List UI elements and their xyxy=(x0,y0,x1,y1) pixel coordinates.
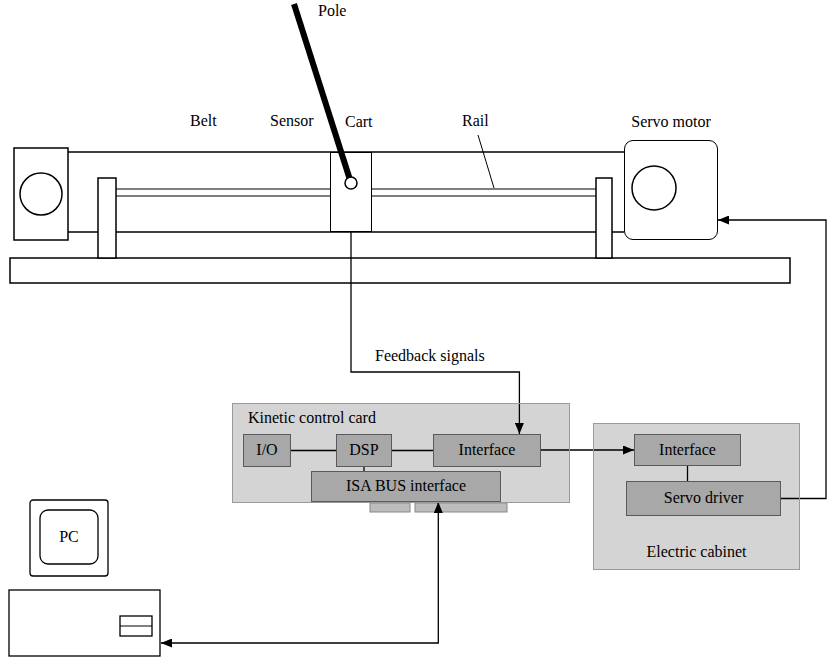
bus-interface-block: ISA BUS interface xyxy=(311,471,501,502)
connector xyxy=(291,450,336,451)
signal-label: Feedback signals xyxy=(373,347,487,365)
pole-rod xyxy=(294,4,351,183)
io-block: I/O xyxy=(243,434,291,467)
monitor-case xyxy=(30,500,108,576)
node-label: Electric cabinet xyxy=(594,543,799,561)
rail-line xyxy=(372,188,596,189)
control-card-panel: Kinetic control cardI/O DSP InterfaceISA B… xyxy=(232,403,570,503)
pc-computer: PC xyxy=(8,498,161,658)
electric-cabinet-panel: Electric cabinet InterfaceServo driver xyxy=(593,423,800,570)
node-label: I/O xyxy=(256,441,277,459)
part-label: Pole xyxy=(318,2,346,20)
card-connector-tab xyxy=(415,503,507,512)
connector xyxy=(161,502,438,643)
interface-block: Interface xyxy=(433,434,541,467)
node-label: Interface xyxy=(459,441,516,459)
node-label: Servo motor xyxy=(631,113,711,131)
rail-line xyxy=(372,195,596,196)
node-label: Interface xyxy=(659,441,716,459)
rail-post xyxy=(596,178,612,258)
connector xyxy=(541,449,634,450)
node-label: Servo driver xyxy=(664,489,744,507)
node-label: ISA BUS interface xyxy=(346,477,466,495)
node-label: Cart xyxy=(345,113,373,131)
rail-post xyxy=(98,178,116,258)
rail-line xyxy=(116,188,330,189)
connector xyxy=(687,466,688,481)
computer-case xyxy=(9,590,160,656)
idler-pulley xyxy=(20,173,62,215)
node-label: PC xyxy=(40,510,98,564)
dsp-block: DSP xyxy=(336,434,392,467)
part-label: Rail xyxy=(462,112,489,130)
node-label: Kinetic control card xyxy=(248,409,569,427)
panel-fill xyxy=(593,423,800,570)
cart-box: Cart xyxy=(330,152,372,232)
drive-bay xyxy=(120,616,152,636)
panel-fills xyxy=(232,403,800,570)
interface-block: Interface xyxy=(634,434,741,466)
motor-pulley xyxy=(632,166,676,210)
pc-outline xyxy=(8,498,161,658)
card-connector-tab xyxy=(370,503,410,512)
rail-line xyxy=(116,195,330,196)
node-label: DSP xyxy=(349,441,378,459)
leader-line xyxy=(478,135,494,188)
part-label: Belt xyxy=(190,112,217,130)
drive-slot xyxy=(120,626,152,627)
connector xyxy=(392,450,433,451)
base-plate xyxy=(10,258,790,283)
connector-group xyxy=(161,220,826,643)
servo-motor-box: Servo motor xyxy=(624,140,718,240)
sensor-pivot xyxy=(345,177,357,189)
idler-housing xyxy=(14,148,68,240)
part-label: Sensor xyxy=(270,112,314,130)
servo-driver-block: Servo driver xyxy=(626,481,781,516)
monitor-screen xyxy=(40,510,98,564)
